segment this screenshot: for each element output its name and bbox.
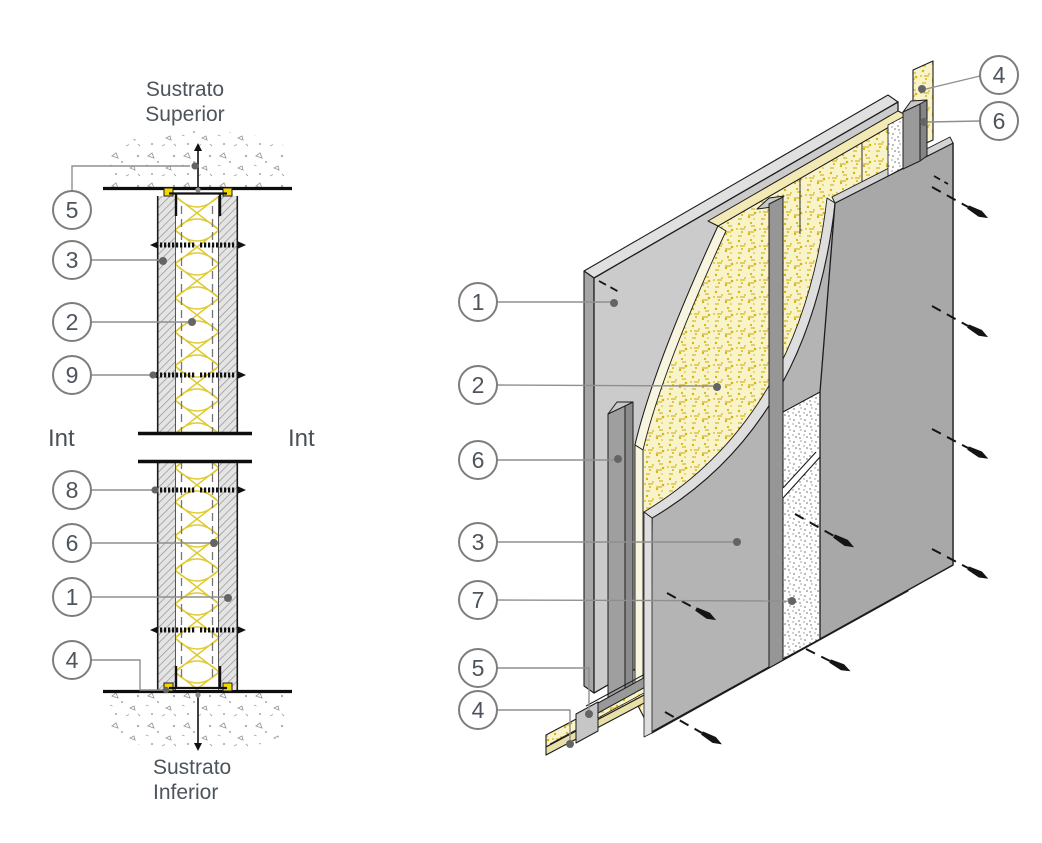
callout-number: 4: [66, 647, 79, 673]
insulation-zigzag: [175, 461, 219, 690]
stipple-band: [782, 391, 821, 660]
callout-number: 1: [472, 289, 485, 315]
callout-4-top: 4: [979, 55, 1019, 95]
callout-number: 2: [472, 372, 485, 398]
callout-number: 6: [993, 108, 1006, 134]
callout-number: 3: [66, 247, 79, 273]
left-stud: [607, 401, 634, 717]
callout-3: 3: [458, 522, 498, 562]
top-stipple-patch: [887, 116, 904, 177]
callout-number: 7: [472, 587, 485, 613]
callout-number: 6: [66, 530, 79, 556]
callout-2: 2: [52, 302, 92, 342]
bottom-track: [163, 666, 233, 751]
callout-2: 2: [458, 365, 498, 405]
top-right-stud: [902, 99, 928, 170]
callout-number: 2: [66, 309, 79, 335]
label-sustrato-inferior-line2: Inferior: [153, 781, 218, 804]
callout-number: 4: [472, 697, 485, 723]
label-sustrato-inferior-line1: Sustrato: [153, 756, 231, 779]
section-callouts: 5 3 2 9 8 6 1: [52, 190, 92, 680]
iso-callouts-right: 4 6: [979, 55, 1019, 141]
section-leaders: [71, 165, 225, 691]
isometric-view: 1 2 6 3 7 5 4: [458, 55, 1019, 756]
middle-panel-cut-edge: [643, 197, 836, 519]
callout-1: 1: [458, 282, 498, 322]
insulation-zigzag: [175, 196, 219, 434]
callout-1: 1: [52, 577, 92, 617]
label-sustrato-superior-line2: Superior: [145, 103, 224, 126]
acoustic-seal: [163, 187, 174, 197]
callout-4: 4: [458, 690, 498, 730]
section-leader-dots: [149, 162, 232, 694]
callout-3: 3: [52, 240, 92, 280]
callout-5: 5: [458, 648, 498, 688]
callout-number: 9: [66, 362, 79, 388]
callout-number: 5: [66, 197, 79, 223]
callout-number: 8: [66, 477, 79, 503]
callout-8: 8: [52, 470, 92, 510]
iso-leaders: [496, 75, 981, 740]
callout-6: 6: [458, 440, 498, 480]
callout-4: 4: [52, 640, 92, 680]
label-int-left: Int: [48, 425, 75, 452]
callout-number: 1: [66, 584, 79, 610]
callout-number: 6: [472, 447, 485, 473]
callout-number: 5: [472, 655, 485, 681]
callout-5: 5: [52, 190, 92, 230]
label-sustrato-superior-line1: Sustrato: [146, 78, 224, 101]
callout-number: 4: [993, 62, 1006, 88]
callout-6: 6: [52, 523, 92, 563]
iso-leader-dots: [566, 85, 928, 748]
wall-upper-segment: [156, 196, 239, 434]
callout-number: 3: [472, 529, 485, 555]
top-track: [163, 143, 233, 216]
screws: [598, 175, 989, 745]
callout-9: 9: [52, 355, 92, 395]
callout-7: 7: [458, 580, 498, 620]
wall-lower-segment: [156, 461, 239, 690]
acoustic-seal: [222, 187, 233, 197]
front-panel: [819, 136, 954, 640]
callout-6-top: 6: [979, 101, 1019, 141]
middle-stud: [756, 195, 785, 669]
label-int-right: Int: [288, 425, 315, 452]
iso-callouts-left: 1 2 6 3 7 5 4: [458, 282, 498, 730]
section-view: 5 3 2 9 8 6 1: [48, 78, 315, 804]
